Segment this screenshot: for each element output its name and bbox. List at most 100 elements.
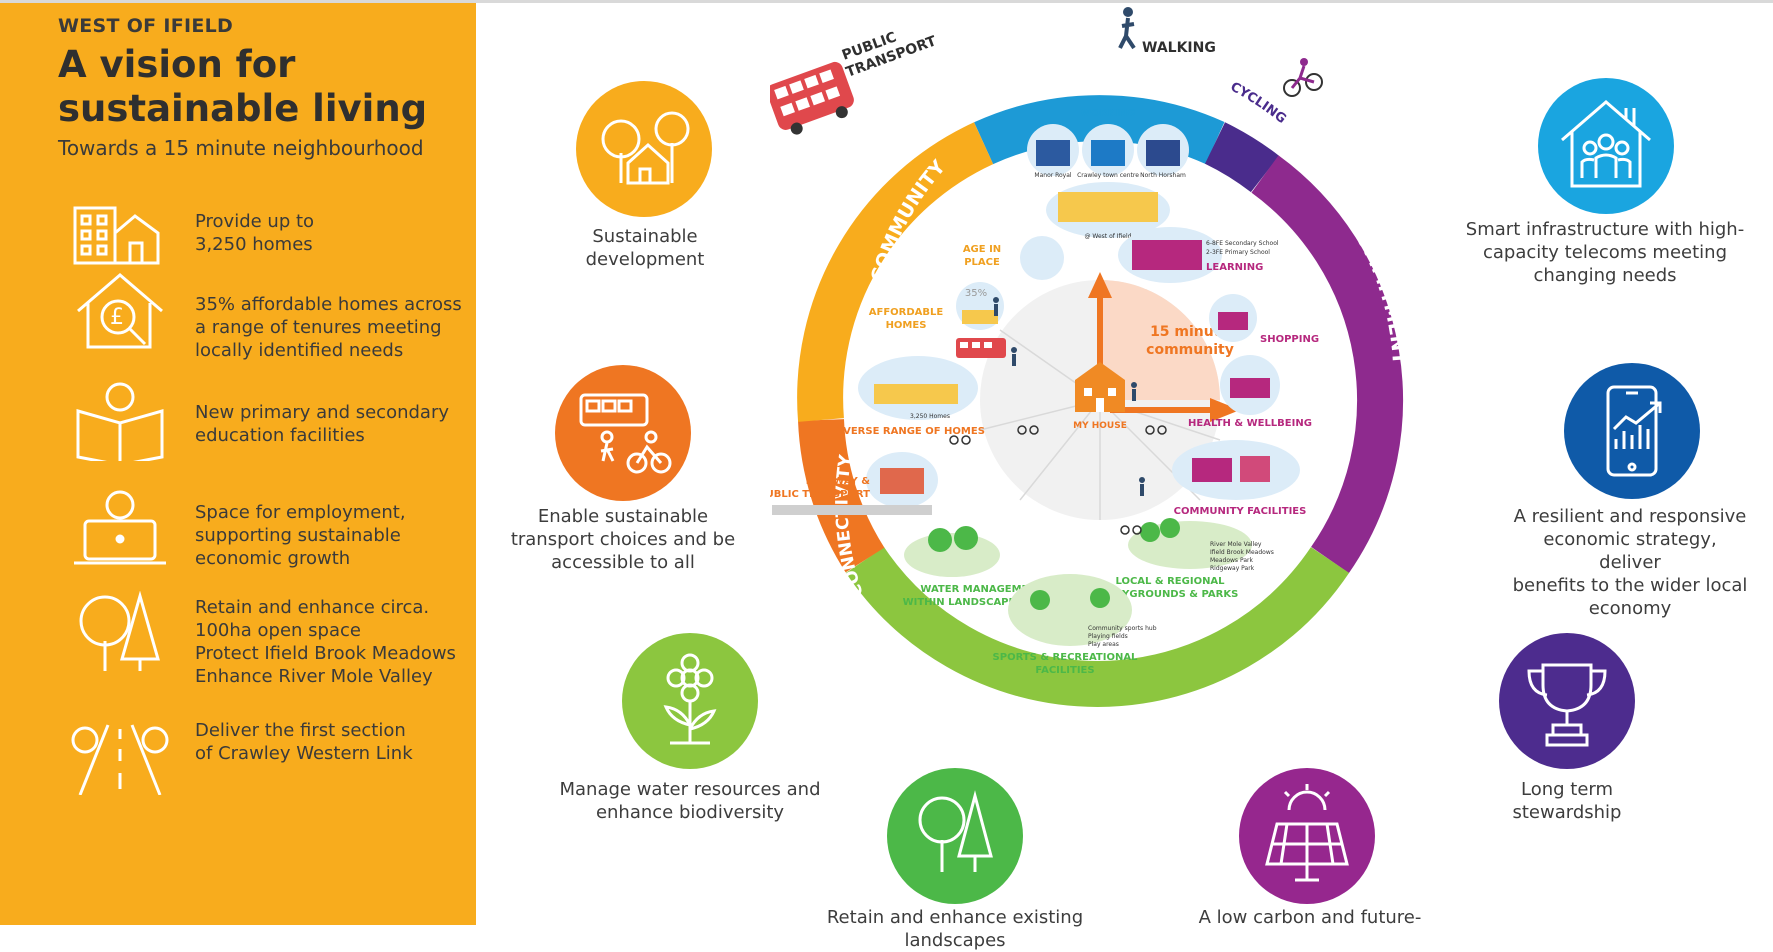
community-facilities-illustration — [1172, 440, 1300, 500]
eyebrow: WEST OF IFIELD — [58, 15, 234, 37]
trophy-icon — [1527, 663, 1607, 747]
label-learning: LEARNING — [1206, 262, 1263, 273]
page-subtitle: Towards a 15 minute neighbourhood — [58, 136, 424, 160]
feature-text: New primary and secondary education faci… — [195, 402, 450, 446]
label-water-2: WITHIN LANDSCAPE ASSETS — [903, 597, 1062, 608]
education-icon — [76, 382, 164, 461]
double-decker-bus-icon — [770, 61, 854, 135]
work-label-1: Manor Royal — [1034, 172, 1071, 179]
arrow-up-head — [1088, 272, 1112, 298]
phone-chart-icon — [1606, 385, 1662, 477]
label-sports-1: SPORTS & RECREATIONAL — [993, 652, 1139, 663]
people-figures — [993, 297, 1145, 496]
feature-text: Deliver the first section of Crawley Wes… — [195, 720, 413, 764]
cyclist-icon — [1283, 58, 1323, 97]
feature-open-space: Retain and enhance circa. 100ha open spa… — [70, 591, 470, 687]
solar-panel-icon — [1265, 784, 1349, 882]
school-label-1: 6-8FE Secondary School — [1206, 240, 1279, 247]
parks-list-3: Meadows Park — [1210, 557, 1253, 564]
work-label-3: North Horsham — [1140, 172, 1186, 179]
page-title: A vision for sustainable living — [58, 43, 428, 130]
sports-list-1: Community sports hub — [1088, 625, 1157, 632]
parks-list-1: River Mole Valley — [1210, 541, 1262, 548]
label-parks-2: PLAYGROUNDS & PARKS — [1102, 589, 1239, 600]
low-carbon-badge — [1239, 768, 1375, 904]
landscapes-badge — [887, 768, 1023, 904]
schools-illustration — [1118, 227, 1222, 283]
segment-community — [797, 122, 994, 422]
feature-text: Provide up to 3,250 homes — [195, 211, 315, 255]
house-trees-icon — [601, 111, 690, 185]
stewardship-badge — [1499, 633, 1635, 769]
employment-icon — [74, 490, 166, 565]
label-percent: 35% — [965, 288, 987, 299]
segment-connectivity — [798, 418, 885, 573]
economic-badge — [1564, 363, 1700, 499]
label-diverse: DIVERSE RANGE OF HOMES — [831, 426, 985, 437]
intro-panel: WEST OF IFIELD A vision for sustainable … — [0, 3, 476, 925]
house-people-icon — [1561, 100, 1651, 188]
infrastructure-caption: Smart infrastructure with high- capacity… — [1465, 219, 1745, 286]
label-climate: CLIMATE — [1062, 709, 1159, 739]
biodiversity-caption: Manage water resources and enhance biodi… — [559, 779, 821, 823]
fifteen-minute-wheel: JOBS + EDUCATION COMMUNITY CONNECTIVITY … — [770, 7, 1410, 739]
economic-caption: A resilient and responsive economic stra… — [1512, 506, 1748, 619]
homes-icon — [73, 206, 160, 265]
parks-list-4: Ridgeway Park — [1210, 565, 1255, 572]
center-label-2: community — [1146, 342, 1234, 358]
feature-western-link: Deliver the first section of Crawley Wes… — [70, 715, 470, 805]
work-label-2: Crawley town centre — [1077, 172, 1139, 179]
sports-list-2: Playing fields — [1088, 633, 1128, 640]
community-sector — [1100, 280, 1220, 400]
walking-person-icon — [1118, 7, 1136, 50]
label-my-house: MY HOUSE — [1073, 421, 1127, 431]
label-fastway-2: PUBLIC TRANSPORT — [770, 489, 870, 500]
feature-text: 35% affordable homes across a range of t… — [195, 294, 462, 361]
age-in-place-illustration — [1020, 236, 1064, 280]
parks-list-2: Ifield Brook Meadows — [1210, 549, 1274, 556]
label-cycling: CYCLING — [1228, 80, 1289, 127]
work-label-4: @ West of Ifield — [1085, 233, 1132, 240]
cyclist-figures — [949, 425, 1167, 535]
transport-caption: Enable sustainable transport choices and… — [510, 506, 736, 573]
train-illustration — [772, 505, 932, 515]
label-walking: WALKING — [1142, 40, 1216, 56]
low-carbon-caption: A low carbon and future- — [1198, 907, 1422, 928]
sports-list-3: Play areas — [1088, 641, 1119, 648]
bus-cyclist-icon — [579, 393, 672, 474]
flower-icon — [663, 653, 717, 745]
segment-commitment — [1251, 155, 1403, 574]
label-sports-2: FACILITIES — [1035, 665, 1094, 676]
tree-icon — [918, 790, 993, 872]
feature-text: Retain and enhance circa. 100ha open spa… — [195, 597, 456, 687]
svg-text:£: £ — [110, 305, 124, 330]
label-parks-1: LOCAL & REGIONAL — [1115, 576, 1225, 587]
top-divider — [0, 0, 1773, 3]
label-working: WORKING — [1080, 108, 1135, 119]
water-management-illustration — [904, 533, 1000, 577]
label-health: HEALTH & WELLBEING — [1188, 418, 1312, 429]
label-water-1: WATER MANAGEMENT — [920, 584, 1043, 595]
center-label-1: 15 minute — [1150, 324, 1230, 340]
bus-icon — [956, 338, 1006, 358]
feature-homes: Provide up to 3,250 homes — [70, 198, 470, 288]
feature-affordable: £ 35% affordable homes across a range of… — [70, 271, 470, 361]
workplaces-illustration — [1027, 124, 1189, 238]
school-label-2: 2-3FE Primary School — [1206, 249, 1270, 256]
segment-climate — [845, 547, 1350, 707]
label-age-2: PLACE — [964, 257, 1000, 268]
transport-badge — [555, 365, 691, 501]
feature-employment: Space for employment, supporting sustain… — [70, 489, 470, 579]
label-afford-1: AFFORDABLE — [869, 307, 944, 318]
stewardship-caption: Long term stewardship — [1512, 779, 1622, 823]
infrastructure-badge — [1538, 78, 1674, 214]
segment-cycling — [1204, 122, 1280, 193]
segment-jobs-education — [974, 95, 1225, 165]
feature-text: Space for employment, supporting sustain… — [195, 502, 406, 569]
affordable-home-icon: £ — [77, 273, 163, 349]
label-jobs-education: JOBS + EDUCATION — [984, 54, 1209, 100]
label-community-facilities: COMMUNITY FACILITIES — [1174, 506, 1307, 517]
feature-education: New primary and secondary education faci… — [70, 381, 470, 471]
sustainable-development-caption: Sustainable development — [585, 226, 705, 270]
arrow-right-head — [1210, 398, 1240, 422]
